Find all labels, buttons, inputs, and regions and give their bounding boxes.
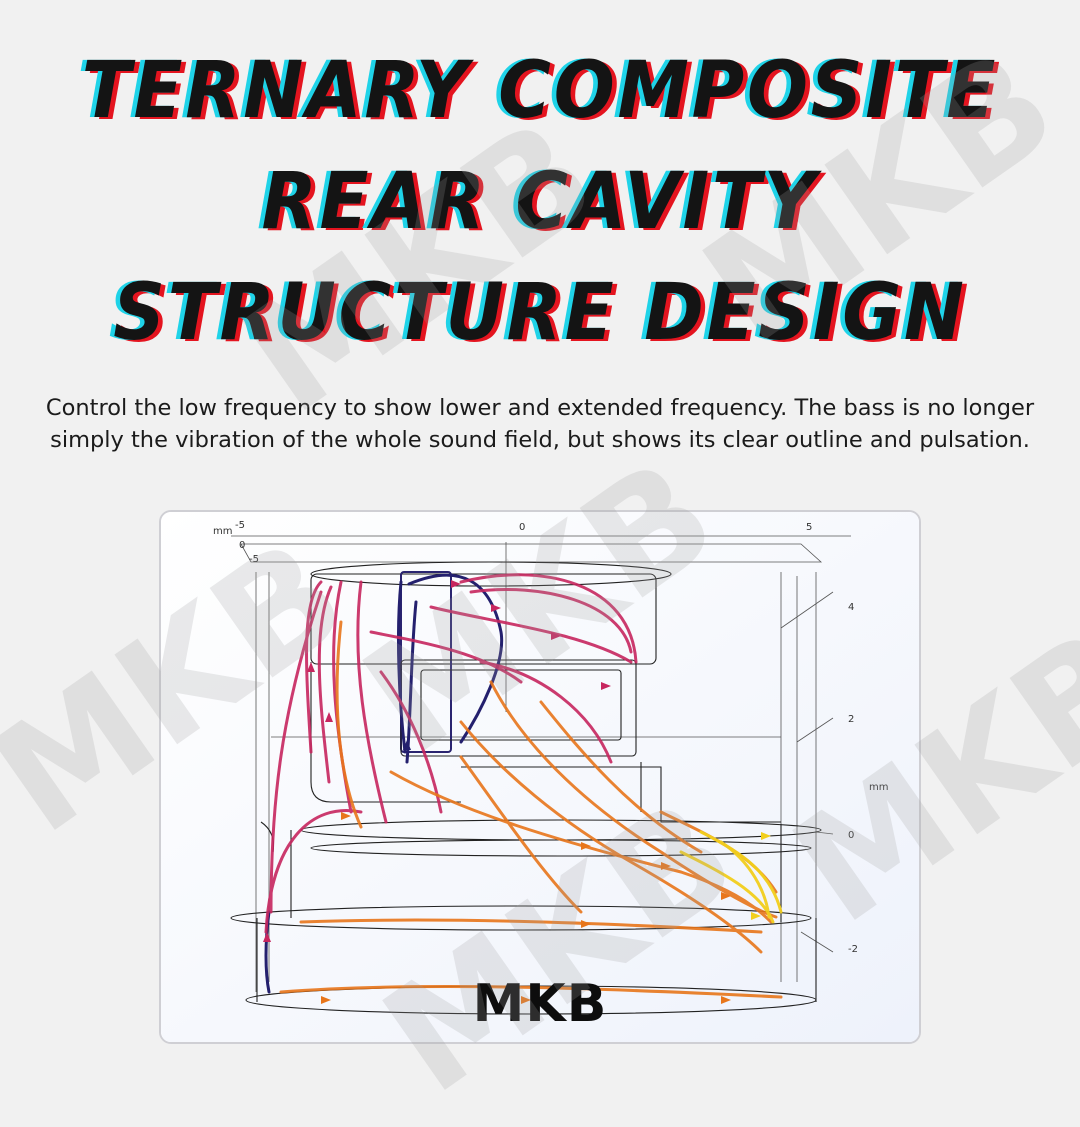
flow-arrows xyxy=(263,580,771,1004)
corner-tick-minus5: -5 xyxy=(249,554,259,565)
headline-line-2: REAR CAVITY xyxy=(261,157,819,247)
streamline-plot: mm -5 0 5 0 -5 4 2 0 -2 mm xyxy=(161,512,919,1042)
y-tick-2: 2 xyxy=(848,714,854,725)
y-tick-minus2: -2 xyxy=(848,944,858,955)
description: Control the low frequency to show lower … xyxy=(45,395,1035,453)
y-unit-label: mm xyxy=(869,782,888,793)
streamlines-magenta xyxy=(264,573,638,934)
figure-logo: MKB xyxy=(472,974,608,1034)
corner-tick-0: 0 xyxy=(239,540,245,551)
x-tick-right: 5 xyxy=(806,522,812,533)
y-tick-4: 4 xyxy=(848,602,854,613)
headline-line-3: STRUCTURE DESIGN xyxy=(113,268,967,358)
corner-unit-label: mm xyxy=(213,526,232,537)
x-tick-center: 0 xyxy=(519,522,525,533)
y-tick-0: 0 xyxy=(848,830,854,841)
streamlines-yellow xyxy=(679,830,783,924)
simulation-figure: mm -5 0 5 0 -5 4 2 0 -2 mm MKB xyxy=(159,510,921,1044)
x-tick-left: -5 xyxy=(235,520,245,531)
headline-line-1: TERNARY COMPOSITE xyxy=(81,46,999,136)
headline: TERNARY COMPOSITE REAR CAVITY STRUCTURE … xyxy=(43,36,1037,369)
streamlines-orange xyxy=(279,620,783,999)
